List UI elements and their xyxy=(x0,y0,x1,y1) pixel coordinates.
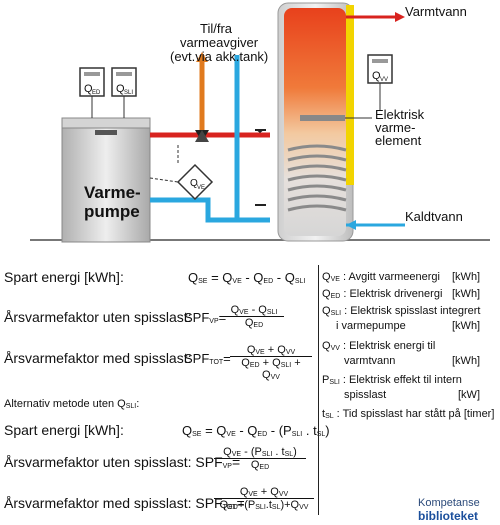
legend-qsli: QSLI : Elektrisk spisslast integrert xyxy=(322,305,481,317)
spf-tot-2-numerator: QVE + QVV xyxy=(239,486,289,498)
meter-qed: Q ED xyxy=(79,67,105,97)
label-varmepumpe-line2: pumpe xyxy=(84,202,140,221)
label-til-fra: Til/fra xyxy=(200,21,233,36)
logo-line1: Kompetanse xyxy=(418,497,480,509)
label-varmtvann: Varmtvann xyxy=(405,4,467,19)
legend-qvv: QVV : Elektrisk energi til xyxy=(322,340,436,352)
radiator-up-arrow-icon xyxy=(196,52,208,62)
water-tank xyxy=(277,2,354,242)
arsvarme-uten-label: Årsvarmefaktor uten spisslast: xyxy=(4,309,192,325)
spf-tot-symbol: SPFTOT= xyxy=(184,351,231,366)
logo-line2: biblioteket xyxy=(418,509,479,523)
kompetanse-logo: Kompetanse biblioteket xyxy=(418,497,480,523)
meter-qed-label: Q xyxy=(84,83,93,95)
label-kaldtvann: Kaldtvann xyxy=(405,209,463,224)
meter-qed-sub: ED xyxy=(92,90,101,96)
label-varmeavgiver: varmeavgiver xyxy=(180,35,259,50)
meter-qve-sub: VE xyxy=(197,185,205,191)
arsvarme-med-label: Årsvarmefaktor med spisslast: xyxy=(4,350,192,366)
spf-vp-symbol: SPFVP= xyxy=(184,310,227,325)
label-evt: (evt.via akk.tank) xyxy=(170,49,269,64)
legend-qsli-2: i varmepumpe [kWh] xyxy=(336,320,481,332)
spf-tot-2-fraction: QVE + QVV QED+(PSLI.tSL)+QVV xyxy=(214,486,314,511)
spf-vp-2-denominator: QED xyxy=(214,458,306,471)
meter-qve: Q VE xyxy=(176,163,214,201)
return-pipe-blue xyxy=(150,197,237,223)
three-way-valve-body-icon xyxy=(195,130,209,142)
hot-water-arrow-icon xyxy=(395,12,405,22)
heat-pump-unit xyxy=(61,117,151,243)
spf-tot-denominator: QED + QSLI + QVV xyxy=(230,356,312,381)
spf-vp-fraction: QVE - QSLI QED xyxy=(224,304,284,329)
legend-psli-2: spisslast [kW] xyxy=(344,389,480,401)
spf-vp-numerator: QVE - QSLI xyxy=(230,304,278,316)
spart-energi-2-formula: QSE = QVE - QED - (PSLI . tSL) xyxy=(182,423,330,438)
spf-tot-numerator: QVE + QVV xyxy=(246,344,296,356)
legend-qve: QVE : Avgitt varmeenergi [kWh] xyxy=(322,271,481,283)
heat-exchanger-coil xyxy=(287,144,347,212)
meter-qve-label: Q xyxy=(190,178,198,189)
legend-tsli: tSL : Tid spisslast har stått på [timer] xyxy=(322,408,495,420)
meter-qve-dashed xyxy=(149,177,179,183)
label-varme-dash: varme- xyxy=(375,120,416,135)
alternativ-metode-label: Alternativ metode uten QSLI: xyxy=(4,398,140,410)
spart-energi-formula: QSE = QVE - QED - QSLI xyxy=(188,270,306,285)
legend-psli: PSLI : Elektrisk effekt til intern xyxy=(322,374,462,386)
heat-pump-diagram: Q VE Q ED Q SLI Q VV xyxy=(30,2,490,243)
spf-tot-fraction: QVE + QVV QED + QSLI + QVV xyxy=(230,344,312,381)
cold-water-arrow-icon xyxy=(346,220,356,230)
electric-element xyxy=(300,115,345,121)
legend-qed: QED : Elektrisk drivenergi [kWh] xyxy=(322,288,481,300)
meter-qvv-sub: VV xyxy=(380,77,388,83)
meter-qvv: Q VV xyxy=(367,54,393,84)
label-element: element xyxy=(375,133,422,148)
spf-tot-2-denominator: QED+(PSLI.tSL)+QVV xyxy=(214,498,314,511)
label-elektrisk: Elektrisk xyxy=(375,107,425,122)
meter-qsli-sub: SLI xyxy=(124,90,133,96)
legend-qvv-2: varmtvann [kWh] xyxy=(344,355,481,367)
label-varmepumpe-line1: Varme- xyxy=(84,183,141,202)
spart-energi-label: Spart energi [kWh]: xyxy=(4,269,124,285)
spart-energi-2-label: Spart energi [kWh]: xyxy=(4,422,124,438)
arsvarme-med-2-label: Årsvarmefaktor med spisslast: SPFTOT= xyxy=(4,495,245,511)
spf-vp-2-numerator: QVE - (PSLI . tSL) xyxy=(223,446,297,458)
meter-qsli-label: Q xyxy=(116,83,125,95)
spf-vp-denominator: QED xyxy=(224,316,284,329)
meter-qvv-label: Q xyxy=(372,70,381,82)
arsvarme-uten-2-label: Årsvarmefaktor uten spisslast: SPFVP= xyxy=(4,454,241,470)
legend-divider xyxy=(318,265,319,515)
spf-vp-2-fraction: QVE - (PSLI . tSL) QED xyxy=(214,446,306,471)
meter-qsli: Q SLI xyxy=(111,67,137,97)
